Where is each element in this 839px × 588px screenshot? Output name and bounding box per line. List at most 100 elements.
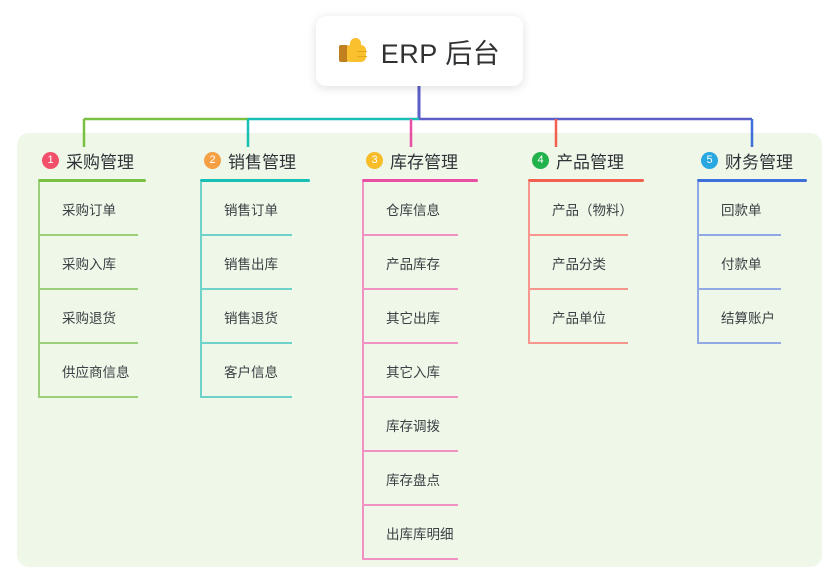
list-item-rule: [38, 342, 138, 344]
list-item[interactable]: 产品库存: [362, 236, 474, 290]
list-item-label: 销售退货: [224, 311, 278, 326]
list-item-label: 库存盘点: [386, 473, 440, 488]
column-item-list: 仓库信息产品库存其它出库其它入库库存调拨库存盘点出库库明细: [362, 182, 474, 560]
column-header[interactable]: 1 采购管理: [38, 147, 148, 173]
column-库存管理: 3 库存管理仓库信息产品库存其它出库其它入库库存调拨库存盘点出库库明细: [362, 147, 478, 560]
column-number-badge: 4: [532, 151, 549, 169]
list-item-rule: [697, 342, 781, 344]
list-item[interactable]: 客户信息: [200, 344, 304, 398]
list-item-label: 采购订单: [62, 203, 116, 218]
column-item-list: 销售订单销售出库销售退货客户信息: [200, 182, 304, 398]
column-header-rule: [697, 179, 807, 182]
column-产品管理: 4 产品管理产品（物料） 产品分类产品单位: [528, 147, 644, 344]
column-header[interactable]: 4 产品管理: [528, 147, 644, 173]
list-item[interactable]: 产品分类: [528, 236, 644, 290]
list-item-label: 采购入库: [62, 257, 116, 272]
column-number-badge: 5: [701, 151, 718, 169]
list-item-label: 产品单位: [552, 311, 606, 326]
column-title: 产品管理: [556, 152, 624, 172]
list-item-label: 出库库明细: [386, 527, 454, 542]
list-item-label: 产品分类: [552, 257, 606, 272]
list-item-rule: [362, 396, 458, 398]
column-spine: [697, 182, 699, 344]
list-item[interactable]: 结算账户: [697, 290, 795, 344]
list-item-label: 供应商信息: [62, 365, 130, 380]
list-item[interactable]: 其它入库: [362, 344, 474, 398]
list-item[interactable]: 仓库信息: [362, 182, 474, 236]
list-item[interactable]: 出库库明细: [362, 506, 474, 560]
column-title: 销售管理: [228, 152, 296, 172]
list-item[interactable]: 库存盘点: [362, 452, 474, 506]
column-spine: [362, 182, 364, 560]
list-item-label: 销售出库: [224, 257, 278, 272]
list-item-rule: [528, 234, 628, 236]
column-header-rule: [38, 179, 146, 182]
list-item-label: 仓库信息: [386, 203, 440, 218]
list-item-rule: [200, 234, 292, 236]
list-item-label: 产品库存: [386, 257, 440, 272]
list-item-rule: [200, 288, 292, 290]
column-header-rule: [362, 179, 478, 182]
list-item[interactable]: 产品（物料）: [528, 182, 644, 236]
column-number-badge: 3: [366, 151, 383, 169]
column-spine: [200, 182, 202, 398]
list-item-rule: [362, 342, 458, 344]
page-title: ERP 后台: [380, 38, 501, 69]
list-item[interactable]: 销售退货: [200, 290, 304, 344]
list-item-label: 产品（物料）: [552, 203, 633, 218]
list-item-label: 结算账户: [721, 311, 775, 326]
list-item-rule: [697, 234, 781, 236]
list-item[interactable]: 库存调拨: [362, 398, 474, 452]
list-item[interactable]: 销售订单: [200, 182, 304, 236]
list-item-rule: [362, 504, 458, 506]
list-item[interactable]: 其它出库: [362, 290, 474, 344]
list-item-rule: [362, 558, 458, 560]
column-header[interactable]: 3 库存管理: [362, 147, 474, 173]
column-header-rule: [528, 179, 644, 182]
list-item-rule: [362, 450, 458, 452]
column-number-badge: 1: [42, 151, 59, 169]
column-spine: [528, 182, 530, 344]
list-item[interactable]: 回款单: [697, 182, 795, 236]
column-number-badge: 2: [204, 151, 221, 169]
title-card: ERP 后台: [316, 16, 523, 86]
column-item-list: 采购订单采购入库采购退货供应商信息: [38, 182, 148, 398]
list-item-label: 其它出库: [386, 311, 440, 326]
list-item[interactable]: 产品单位: [528, 290, 644, 344]
list-item-label: 销售订单: [224, 203, 278, 218]
list-item-rule: [528, 342, 628, 344]
column-header[interactable]: 2 销售管理: [200, 147, 304, 173]
list-item-rule: [362, 288, 458, 290]
column-title: 采购管理: [66, 152, 134, 172]
column-header-rule: [200, 179, 310, 182]
column-title: 财务管理: [725, 152, 793, 172]
diagram-panel: [17, 133, 822, 567]
list-item-rule: [362, 234, 458, 236]
list-item-rule: [38, 396, 138, 398]
list-item[interactable]: 销售出库: [200, 236, 304, 290]
list-item[interactable]: 供应商信息: [38, 344, 148, 398]
list-item-rule: [200, 396, 292, 398]
column-title: 库存管理: [390, 152, 458, 172]
list-item[interactable]: 付款单: [697, 236, 795, 290]
list-item[interactable]: 采购订单: [38, 182, 148, 236]
column-header[interactable]: 5 财务管理: [697, 147, 795, 173]
column-item-list: 产品（物料） 产品分类产品单位: [528, 182, 644, 344]
list-item-label: 其它入库: [386, 365, 440, 380]
column-item-list: 回款单付款单结算账户: [697, 182, 795, 344]
list-item[interactable]: 采购退货: [38, 290, 148, 344]
column-spine: [38, 182, 40, 398]
column-采购管理: 1 采购管理采购订单采购入库采购退货供应商信息: [38, 147, 148, 398]
thumbs-up-icon: [338, 36, 369, 66]
list-item-label: 付款单: [721, 257, 762, 272]
list-item-label: 客户信息: [224, 365, 278, 380]
list-item-label: 库存调拨: [386, 419, 440, 434]
list-item-rule: [200, 342, 292, 344]
list-item-rule: [38, 234, 138, 236]
list-item-rule: [528, 288, 628, 290]
list-item-label: 采购退货: [62, 311, 116, 326]
column-财务管理: 5 财务管理回款单付款单结算账户: [697, 147, 807, 344]
list-item-rule: [38, 288, 138, 290]
list-item[interactable]: 采购入库: [38, 236, 148, 290]
